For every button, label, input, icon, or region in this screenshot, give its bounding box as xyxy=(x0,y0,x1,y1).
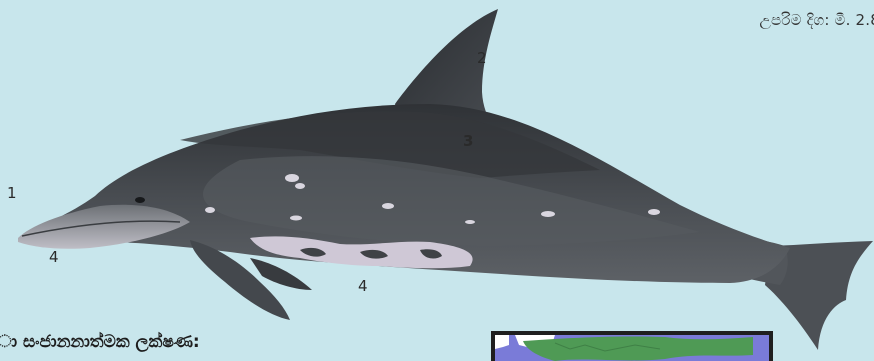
callout-2: 2 xyxy=(477,49,487,67)
map-icon xyxy=(495,335,769,361)
max-length-label: උපරිම දිග: මී. 2.8 xyxy=(759,11,874,29)
identification-features-heading: ා සංජානනාත්මක ලක්ෂණ: xyxy=(0,332,200,352)
callout-1: 1 xyxy=(7,184,17,202)
range-map xyxy=(491,331,773,361)
eye xyxy=(135,197,145,203)
callout-4-belly: 4 xyxy=(358,277,368,295)
callout-4-beak: 4 xyxy=(49,248,59,266)
callout-3: 3 xyxy=(463,132,473,150)
